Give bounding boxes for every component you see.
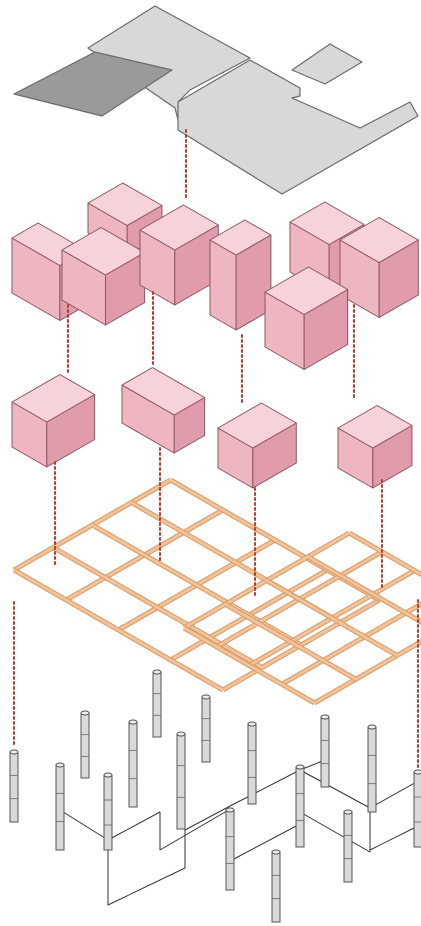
column (10, 750, 18, 822)
column-cap (414, 770, 421, 774)
column-cap (104, 773, 112, 777)
column (177, 732, 185, 829)
column-shaft (296, 767, 304, 847)
column-cap (272, 850, 280, 854)
grid-bar (349, 533, 421, 608)
column-shaft (321, 717, 329, 787)
column (296, 765, 304, 847)
column (81, 711, 89, 778)
column (129, 720, 137, 807)
column-shaft (368, 727, 376, 812)
detached-block-2 (122, 368, 205, 454)
column-shaft (81, 713, 89, 778)
column (202, 695, 210, 762)
column (414, 770, 421, 847)
column-shaft (202, 697, 210, 762)
column-cap (296, 765, 304, 769)
column-cap (226, 808, 234, 812)
column-shaft (414, 772, 421, 847)
foundation-outline-right (300, 770, 418, 850)
column (368, 725, 376, 812)
timber-grid (14, 480, 421, 703)
column-cap (344, 810, 352, 814)
column-shaft (226, 810, 234, 890)
column-cap (153, 670, 161, 674)
column-cap (81, 711, 89, 715)
foundation-outline-inner (108, 745, 325, 860)
detached-block-3 (218, 403, 296, 488)
upper-block-tall-left-face (210, 240, 236, 330)
column (226, 808, 234, 890)
upper-block-tall (210, 220, 271, 330)
column (153, 670, 161, 737)
column-cap (177, 732, 185, 736)
column (248, 722, 256, 804)
column (56, 763, 64, 850)
upper-block-front (265, 267, 348, 370)
grid-right-part (184, 533, 421, 703)
column-cap (56, 763, 64, 767)
column (321, 715, 329, 787)
column-shaft (344, 812, 352, 882)
column-shaft (153, 672, 161, 737)
column (344, 810, 352, 882)
column-shaft (56, 765, 64, 850)
column-cap (10, 750, 18, 754)
column-shaft (248, 724, 256, 804)
foundation-outline (60, 770, 420, 905)
roof-plate-small (292, 44, 362, 84)
column-shaft (129, 722, 137, 807)
column-cap (129, 720, 137, 724)
column-cap (321, 715, 329, 719)
column-shaft (10, 752, 18, 822)
column-cap (248, 722, 256, 726)
column-shaft (104, 775, 112, 850)
detached-volumes (12, 368, 412, 489)
upper-volume-cluster (12, 183, 418, 370)
roof-plate-main (178, 60, 418, 194)
roof-layer (14, 6, 418, 194)
column-cap (368, 725, 376, 729)
column (104, 773, 112, 850)
column-shaft (177, 734, 185, 829)
column (272, 850, 280, 922)
column-cap (202, 695, 210, 699)
column-shaft (272, 852, 280, 922)
column-foundation (10, 670, 421, 922)
detached-block-4 (338, 406, 412, 489)
detached-block-1 (12, 375, 95, 468)
